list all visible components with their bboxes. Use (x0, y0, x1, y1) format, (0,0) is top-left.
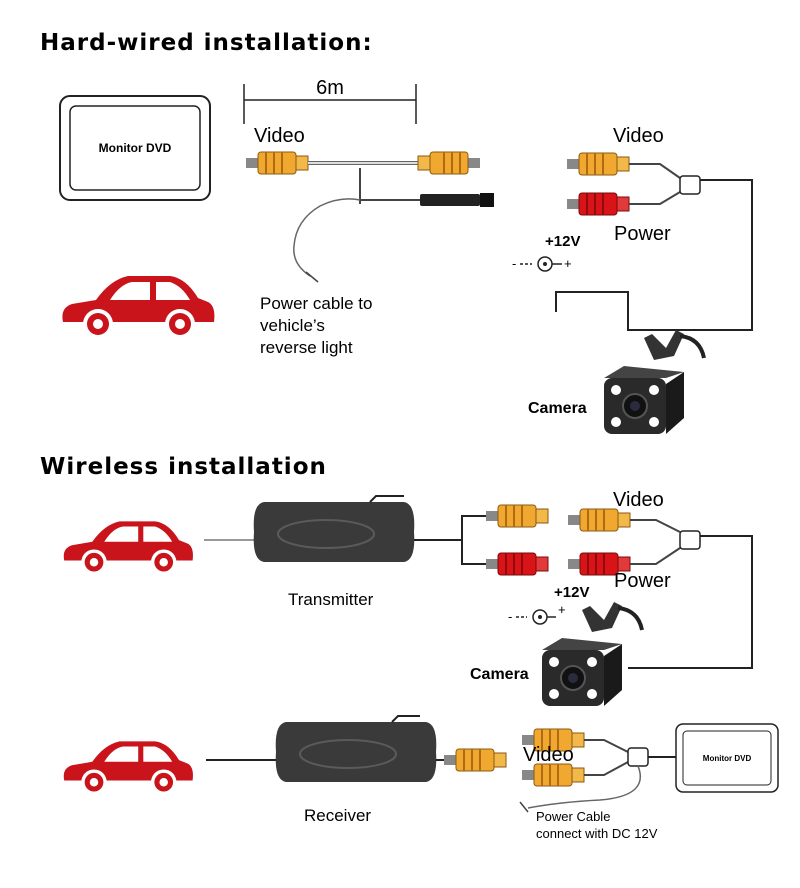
transmitter-unit (204, 495, 549, 576)
hardwired-title: Hard-wired installation: (40, 30, 373, 56)
dc-symbol-icon: - + (512, 256, 572, 272)
wireless-power-label: Power (614, 570, 671, 592)
transmitter-label: Transmitter (288, 590, 374, 609)
wireless-voltage-label: +12V (554, 584, 589, 601)
power-cable-dc-line-2: connect with DC 12V (536, 826, 658, 841)
camera-label: Camera (528, 400, 587, 417)
video-right-label: Video (613, 125, 664, 147)
svg-text:-: - (512, 256, 516, 271)
power-cable-dc-line-1: Power Cable (536, 809, 610, 824)
camera-harness (555, 152, 753, 331)
car-icon-receiver (63, 741, 193, 795)
receiver-monitor: Monitor DVD (675, 723, 779, 793)
wireless-video-label: Video (613, 489, 664, 511)
svg-text:+: + (558, 602, 566, 617)
voltage-label: +12V (545, 233, 580, 250)
length-label: 6m (316, 77, 344, 99)
power-cable-line-1: Power cable to (260, 294, 372, 313)
length-dimension: 6m (243, 77, 417, 124)
receiver-label: Receiver (304, 806, 371, 825)
svg-text:-: - (508, 609, 512, 624)
monitor: Monitor DVD (59, 95, 211, 201)
receiver-harness (519, 728, 676, 813)
power-cable-line-2: vehicle’s (260, 316, 325, 335)
wireless-camera-harness (567, 508, 753, 669)
svg-text:+: + (564, 256, 572, 271)
monitor-label: Monitor DVD (99, 141, 172, 155)
video-left-label: Video (254, 125, 305, 147)
wireless-camera-label: Camera (470, 666, 529, 683)
receiver-video-label: Video (523, 744, 574, 766)
power-label: Power (614, 223, 671, 245)
wireless-title: Wireless installation (40, 454, 327, 480)
extension-cable (245, 151, 494, 283)
car-icon (62, 276, 215, 339)
receiver-monitor-label: Monitor DVD (703, 754, 752, 763)
power-cable-line-3: reverse light (260, 338, 353, 357)
receiver-unit (206, 715, 507, 783)
wireless-camera-icon (540, 600, 644, 708)
camera-icon (602, 328, 706, 436)
wireless-dc-symbol-icon: - + (508, 602, 566, 625)
car-icon-transmitter (63, 521, 193, 575)
